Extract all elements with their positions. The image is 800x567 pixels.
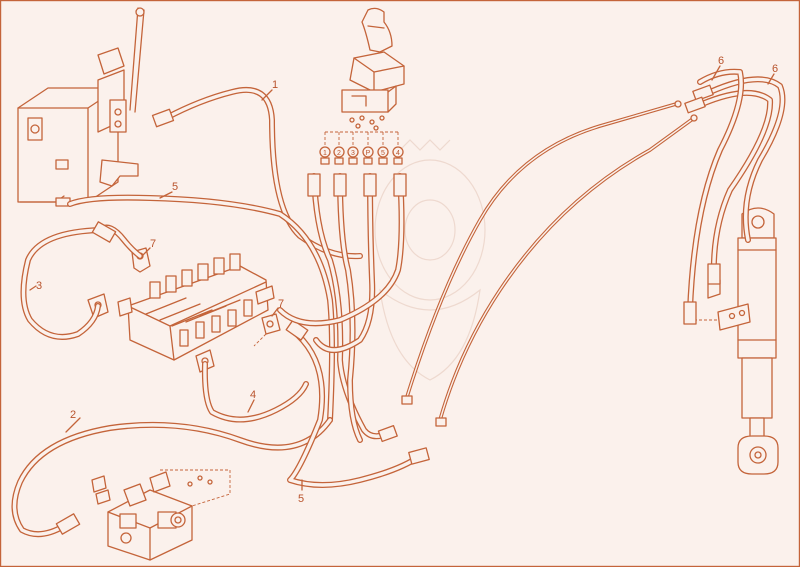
svg-text:3: 3 (351, 150, 355, 157)
port-tag-p: P (362, 146, 374, 165)
auxiliary-valve-assembly (91, 469, 231, 561)
hydraulic-tank (17, 7, 145, 207)
hose-4 (201, 361, 309, 423)
watermark (374, 139, 486, 381)
callout-4: 4 (250, 389, 256, 401)
hose-5-lower (285, 319, 430, 488)
callout-5-lower: 5 (298, 493, 304, 505)
hose-6 (683, 68, 786, 325)
callout-7-middle: 7 (278, 298, 284, 310)
svg-text:4: 4 (396, 150, 400, 157)
callout-3: 3 (36, 280, 42, 292)
hose-3 (20, 227, 103, 340)
joystick-hoses (277, 173, 407, 443)
port-tag-1: 1 (319, 146, 331, 165)
callout-2: 2 (70, 409, 76, 421)
hoses (11, 68, 786, 538)
elbow-fitting-lower (253, 313, 281, 347)
svg-text:P: P (366, 150, 371, 157)
hose-1 (151, 86, 363, 260)
svg-text:5: 5 (381, 150, 385, 157)
hose-5-upper (67, 194, 335, 423)
joystick-port-fittings (324, 115, 399, 148)
port-tags: 1 2 3 P 5 4 (319, 146, 404, 165)
port-tag-4: 4 (392, 146, 404, 165)
callout-5-upper: 5 (172, 181, 178, 193)
callout-7-upper: 7 (150, 238, 156, 250)
callout-1: 1 (272, 79, 278, 91)
joystick-control (341, 7, 405, 113)
callouts: 1 2 3 4 5 5 6 6 7 7 (29, 55, 778, 505)
port-tag-5: 5 (377, 146, 389, 165)
callout-6-right: 6 (772, 63, 778, 75)
svg-text:2: 2 (337, 150, 341, 157)
rigid-pipes (401, 100, 698, 427)
callout-6-left: 6 (718, 55, 724, 67)
control-valve-block (117, 253, 275, 361)
svg-text:1: 1 (323, 150, 327, 157)
port-tag-3: 3 (347, 146, 359, 165)
port-tag-2: 2 (333, 146, 345, 165)
hose-2 (11, 417, 333, 538)
